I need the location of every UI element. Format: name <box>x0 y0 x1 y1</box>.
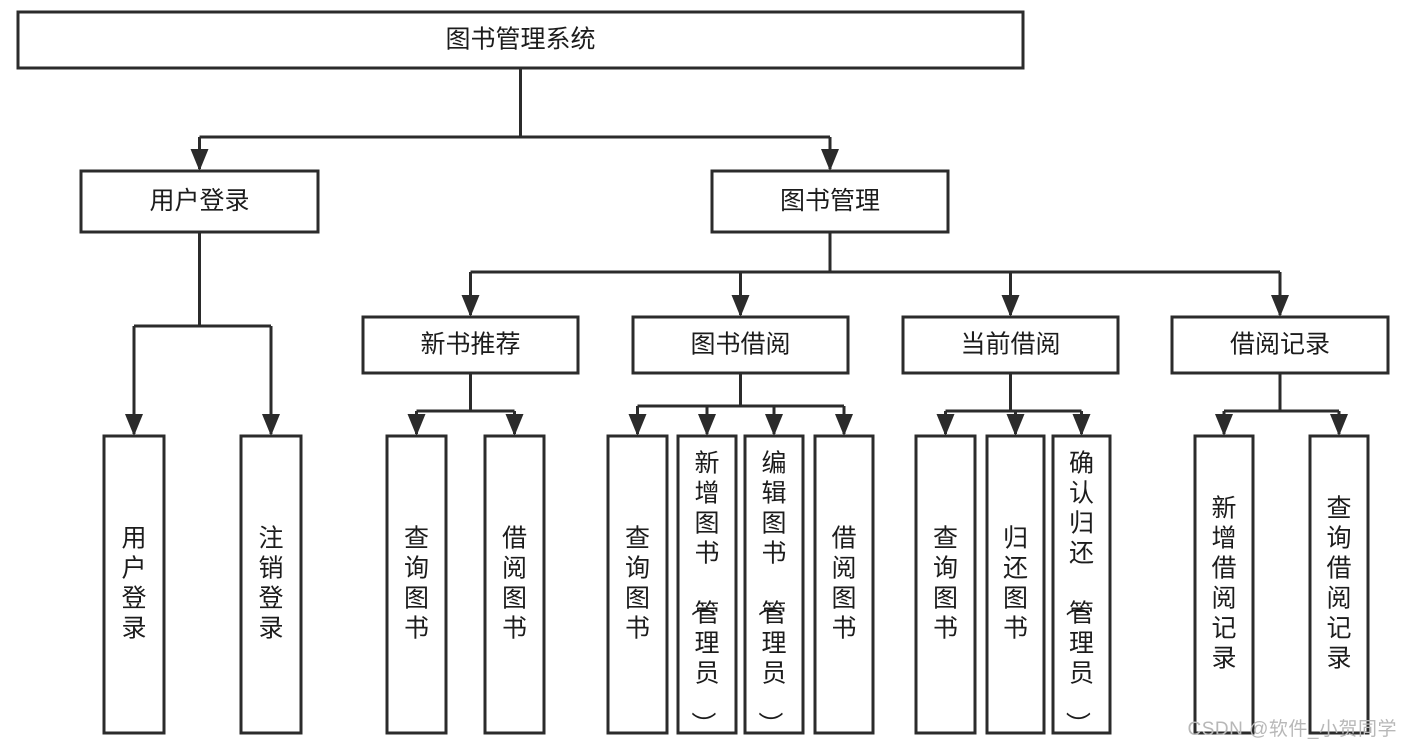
node-label-leaf-confirm-return: 确认归还（管理员） <box>1063 450 1094 737</box>
connectors-layer <box>125 68 1348 436</box>
connector-group <box>1215 373 1348 436</box>
connector-group <box>407 373 524 436</box>
node-label-leaf-edit-book: 编辑图书（管理员） <box>755 450 786 737</box>
node-label-leaf-query-book-borrow: 查询图书 <box>625 525 650 643</box>
arrow-head-icon <box>765 414 783 436</box>
node-leaf-query-book-cur[interactable]: 查询图书 <box>914 434 977 735</box>
node-current-borrow[interactable]: 当前借阅 <box>901 315 1120 375</box>
node-book-borrow[interactable]: 图书借阅 <box>631 315 850 375</box>
arrow-head-icon <box>190 149 209 171</box>
node-book-manage[interactable]: 图书管理 <box>710 169 950 234</box>
nodes-layer: 图书管理系统用户登录图书管理新书推荐图书借阅当前借阅借阅记录用户登录注销登录查询… <box>16 10 1390 737</box>
connector-group <box>936 373 1091 436</box>
node-root[interactable]: 图书管理系统 <box>16 10 1025 70</box>
node-leaf-edit-book[interactable]: 编辑图书（管理员） <box>743 434 805 737</box>
arrow-head-icon <box>835 414 853 436</box>
arrow-head-icon <box>1271 295 1289 317</box>
node-label-leaf-logout: 注销登录 <box>258 525 283 643</box>
node-label-leaf-return-book: 归还图书 <box>1003 525 1028 643</box>
node-leaf-query-book-rec[interactable]: 查询图书 <box>385 434 448 735</box>
node-box-new-book-rec[interactable] <box>361 315 580 375</box>
node-label-leaf-user-login: 用户登录 <box>121 525 146 643</box>
arrow-head-icon <box>1006 414 1025 436</box>
node-box-current-borrow[interactable] <box>901 315 1120 375</box>
node-label-current-borrow: 当前借阅 <box>960 331 1060 359</box>
node-label-new-book-rec: 新书推荐 <box>420 331 520 359</box>
node-box-leaf-edit-book[interactable] <box>743 434 805 735</box>
node-box-borrow-record[interactable] <box>1170 315 1390 375</box>
node-box-leaf-confirm-return[interactable] <box>1051 434 1112 735</box>
node-label-leaf-query-record: 查询借阅记录 <box>1326 495 1351 673</box>
node-leaf-borrow-book[interactable]: 借阅图书 <box>813 434 875 735</box>
node-box-user-login[interactable] <box>79 169 320 234</box>
node-box-leaf-borrow-book-rec[interactable] <box>483 434 546 735</box>
arrow-head-icon <box>1330 414 1348 436</box>
node-box-leaf-query-book-rec[interactable] <box>385 434 448 735</box>
node-label-book-manage: 图书管理 <box>780 187 880 215</box>
node-box-leaf-query-book-cur[interactable] <box>914 434 977 735</box>
node-label-leaf-add-book: 新增图书（管理员） <box>688 450 719 737</box>
arrow-head-icon <box>1215 414 1233 436</box>
arrow-head-icon <box>628 414 647 436</box>
connector-group <box>461 232 1289 317</box>
node-box-leaf-user-login[interactable] <box>102 434 166 735</box>
node-box-leaf-return-book[interactable] <box>985 434 1046 735</box>
node-box-leaf-query-book-borrow[interactable] <box>606 434 669 735</box>
node-leaf-query-book-borrow[interactable]: 查询图书 <box>606 434 669 735</box>
arrow-head-icon <box>821 149 839 171</box>
node-new-book-rec[interactable]: 新书推荐 <box>361 315 580 375</box>
node-leaf-logout[interactable]: 注销登录 <box>239 434 303 735</box>
node-user-login[interactable]: 用户登录 <box>79 169 320 234</box>
node-label-root: 图书管理系统 <box>445 26 595 54</box>
node-borrow-record[interactable]: 借阅记录 <box>1170 315 1390 375</box>
watermark-label: CSDN @软件_小贺同学 <box>1187 719 1397 740</box>
node-label-borrow-record: 借阅记录 <box>1230 331 1330 359</box>
node-label-leaf-query-book-rec: 查询图书 <box>404 525 429 643</box>
node-label-leaf-query-book-cur: 查询图书 <box>933 525 958 643</box>
node-box-leaf-add-record[interactable] <box>1193 434 1255 735</box>
arrow-head-icon <box>1001 295 1020 317</box>
arrow-head-icon <box>698 414 716 436</box>
arrow-head-icon <box>1072 414 1091 436</box>
connector-group <box>125 232 280 436</box>
node-leaf-query-record[interactable]: 查询借阅记录 <box>1308 434 1370 735</box>
node-box-book-borrow[interactable] <box>631 315 850 375</box>
connector-group <box>190 68 839 171</box>
node-box-book-manage[interactable] <box>710 169 950 234</box>
node-leaf-confirm-return[interactable]: 确认归还（管理员） <box>1051 434 1112 737</box>
node-box-leaf-query-record[interactable] <box>1308 434 1370 735</box>
arrow-head-icon <box>125 414 143 436</box>
arrow-head-icon <box>936 414 955 436</box>
arrow-head-icon <box>407 414 426 436</box>
arrow-head-icon <box>505 414 524 436</box>
node-leaf-add-book[interactable]: 新增图书（管理员） <box>676 434 738 737</box>
arrow-head-icon <box>461 295 480 317</box>
node-label-user-login: 用户登录 <box>149 187 249 215</box>
node-label-book-borrow: 图书借阅 <box>690 331 790 359</box>
node-leaf-borrow-book-rec[interactable]: 借阅图书 <box>483 434 546 735</box>
node-box-leaf-add-book[interactable] <box>676 434 738 735</box>
node-label-leaf-borrow-book: 借阅图书 <box>831 525 856 643</box>
node-leaf-add-record[interactable]: 新增借阅记录 <box>1193 434 1255 735</box>
node-leaf-return-book[interactable]: 归还图书 <box>985 434 1046 735</box>
node-box-leaf-logout[interactable] <box>239 434 303 735</box>
node-label-leaf-borrow-book-rec: 借阅图书 <box>502 525 527 643</box>
node-box-leaf-borrow-book[interactable] <box>813 434 875 735</box>
arrow-head-icon <box>731 295 750 317</box>
node-box-root[interactable] <box>16 10 1025 70</box>
arrow-head-icon <box>262 414 280 436</box>
node-label-leaf-add-record: 新增借阅记录 <box>1211 495 1236 673</box>
connector-group <box>628 373 853 436</box>
node-leaf-user-login[interactable]: 用户登录 <box>102 434 166 735</box>
